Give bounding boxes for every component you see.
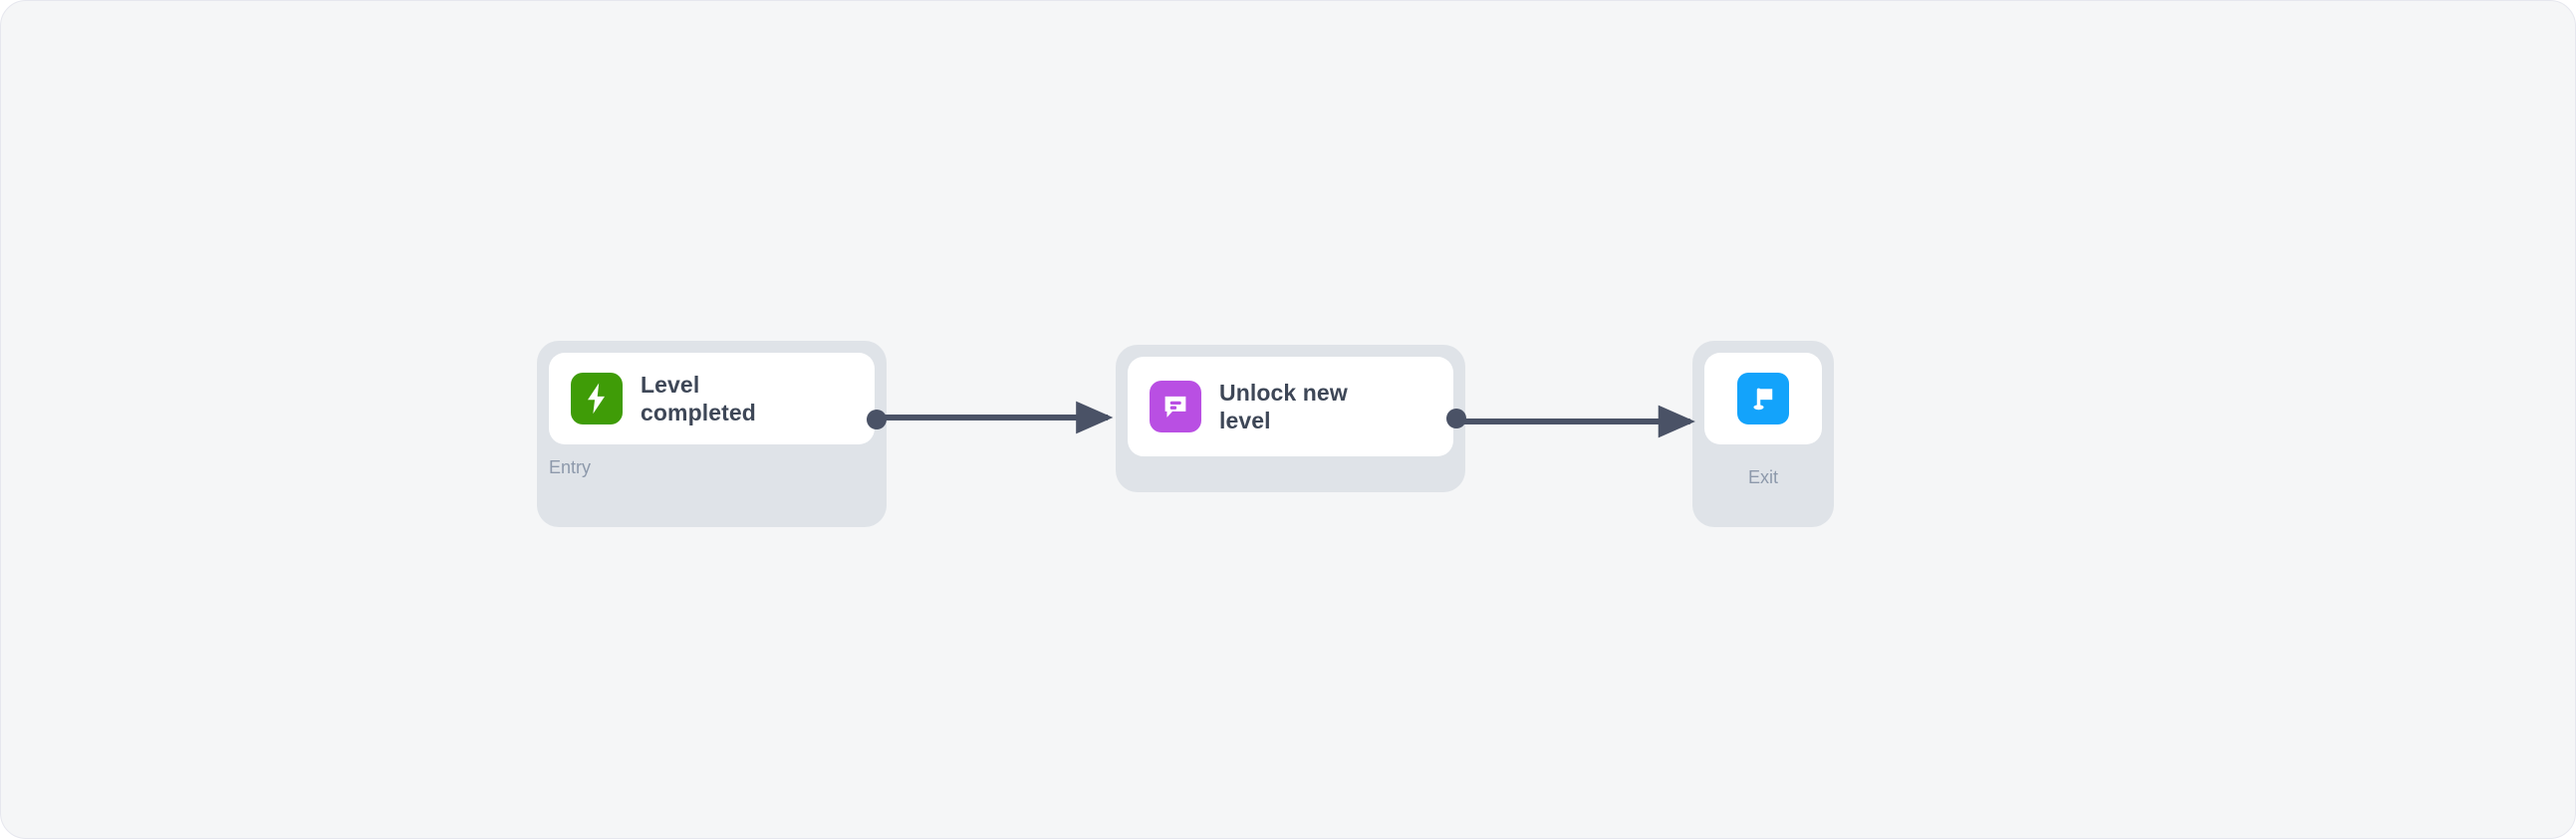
node-title-unlock-new-level: Unlock new level <box>1219 379 1348 433</box>
lightning-bolt-icon <box>571 373 623 424</box>
node-title-level-completed: Level completed <box>641 371 756 425</box>
node-card-unlock-new-level[interactable]: Unlock new level <box>1128 357 1453 456</box>
node-card-level-completed[interactable]: Level completed <box>549 353 875 444</box>
output-port-level-completed[interactable] <box>867 410 887 429</box>
flow-node-level-completed[interactable]: Level completed Entry <box>537 341 887 527</box>
output-port-unlock-new-level[interactable] <box>1446 409 1466 428</box>
node-card-exit[interactable] <box>1704 353 1822 444</box>
flag-icon <box>1737 373 1789 424</box>
flow-node-unlock-new-level[interactable]: Unlock new level <box>1116 345 1466 492</box>
flow-node-exit[interactable]: Exit <box>1692 341 1834 527</box>
node-caption-exit: Exit <box>1747 467 1778 487</box>
node-caption-entry: Entry <box>549 457 592 477</box>
message-bubble-icon <box>1150 381 1201 432</box>
